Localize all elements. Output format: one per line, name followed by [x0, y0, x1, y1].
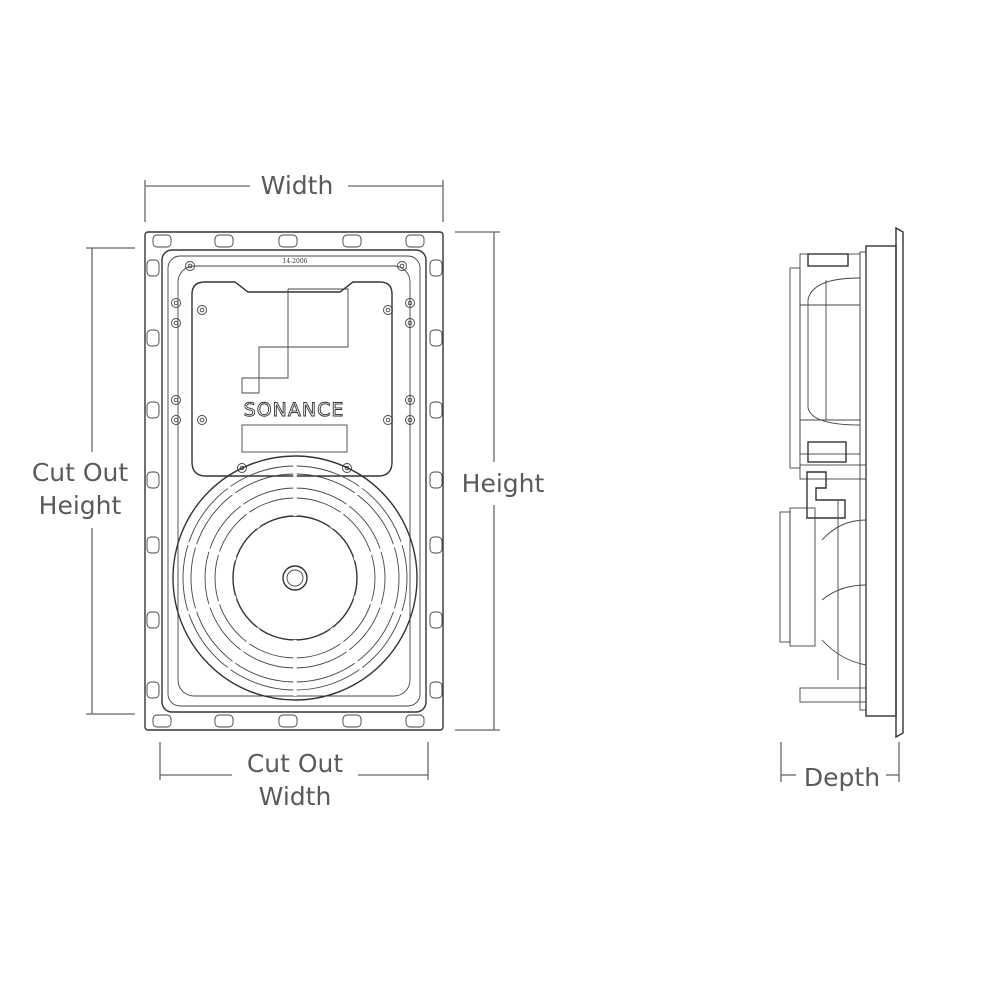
sonance-logo: SONANCE	[241, 288, 349, 453]
mounting-tab	[146, 401, 160, 419]
screw-icon	[405, 415, 415, 425]
mounting-tab	[152, 234, 172, 248]
screw-icon	[405, 395, 415, 405]
mounting-tab	[146, 681, 160, 699]
screw-icon	[405, 318, 415, 328]
screw-icon	[237, 463, 247, 473]
screw-icon	[171, 298, 181, 308]
mounting-tab	[429, 401, 443, 419]
mounting-tab	[405, 234, 425, 248]
mounting-tab	[214, 714, 234, 728]
mounting-tab	[429, 536, 443, 554]
screw-icon	[342, 463, 352, 473]
mounting-tab	[342, 714, 362, 728]
depth-label: Depth	[804, 763, 880, 792]
screw-icon	[171, 318, 181, 328]
mounting-tab	[146, 471, 160, 489]
mounting-tab	[429, 259, 443, 277]
cut-out-width-label-line1: Cut Out	[247, 749, 344, 778]
screw-icon	[171, 395, 181, 405]
mounting-tab	[146, 259, 160, 277]
screw-icon	[383, 415, 393, 425]
cut-out-height-label-line1: Cut Out	[32, 458, 129, 487]
screw-icon	[405, 298, 415, 308]
mounting-tab	[278, 714, 298, 728]
width-dimension: Width	[144, 171, 444, 222]
screw-icon	[197, 305, 207, 315]
mounting-tab	[278, 234, 298, 248]
speaker-front-view: 14-2006 SONANCE	[144, 231, 444, 731]
depth-dimension: Depth	[780, 742, 900, 792]
model-marking: 14-2006	[283, 258, 308, 265]
width-label: Width	[261, 171, 334, 200]
mounting-tab	[214, 234, 234, 248]
woofer	[172, 455, 418, 701]
screw-icon	[185, 261, 195, 271]
mounting-tab	[146, 536, 160, 554]
height-dimension: Height	[455, 231, 545, 731]
mounting-tab	[152, 714, 172, 728]
screw-icon	[197, 415, 207, 425]
height-label: Height	[462, 469, 545, 498]
mounting-tab	[429, 681, 443, 699]
mounting-tab	[146, 329, 160, 347]
cut-out-width-label-line2: Width	[259, 782, 332, 811]
mounting-tab	[429, 471, 443, 489]
cut-out-height-label-line2: Height	[39, 491, 122, 520]
mounting-tab	[405, 714, 425, 728]
speaker-side-view	[779, 226, 904, 739]
mounting-tab	[429, 329, 443, 347]
cut-out-width-dimension: Cut Out Width	[159, 742, 429, 811]
screw-icon	[171, 415, 181, 425]
screw-icon	[397, 261, 407, 271]
mounting-tab	[429, 611, 443, 629]
mounting-tab	[146, 611, 160, 629]
screw-icon	[383, 305, 393, 315]
cut-out-height-dimension: Cut Out Height	[32, 247, 135, 715]
mounting-tab	[342, 234, 362, 248]
svg-text:SONANCE: SONANCE	[244, 399, 345, 421]
